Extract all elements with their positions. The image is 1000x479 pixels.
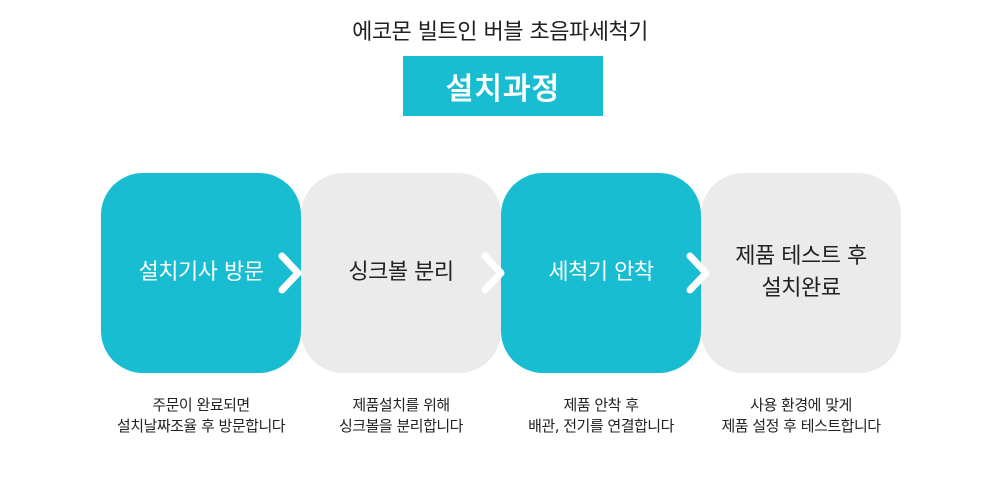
step-4-description: 사용 환경에 맞게 제품 설정 후 테스트합니다: [721, 396, 881, 435]
step-3-card: 세척기 안착: [501, 173, 701, 373]
step-3-description: 제품 안착 후 배관, 전기를 연결합니다: [528, 396, 674, 435]
step-3-label: 세척기 안착: [548, 260, 654, 285]
page-title: 설치과정: [445, 72, 561, 107]
step-1-label: 설치기사 방문: [138, 260, 264, 285]
step-2-card: 싱크볼 분리: [301, 173, 501, 373]
chevron-right-icon: [481, 252, 505, 294]
step-2-description: 제품설치를 위해 싱크볼을 분리합니다: [339, 396, 463, 435]
subtitle: 에코몬 빌트인 버블 초음파세척기: [352, 20, 648, 45]
step-4-card: 제품 테스트 후 설치완료: [701, 173, 901, 373]
chevron-right-icon: [686, 252, 710, 294]
step-1-description: 주문이 완료되면 설치날짜조율 후 방문합니다: [116, 396, 286, 435]
step-4-label: 제품 테스트 후 설치완료: [735, 244, 867, 301]
title-banner: 설치과정: [403, 56, 603, 116]
chevron-right-icon: [278, 252, 302, 294]
step-2-label: 싱크볼 분리: [348, 260, 454, 285]
step-1-card: 설치기사 방문: [101, 173, 301, 373]
